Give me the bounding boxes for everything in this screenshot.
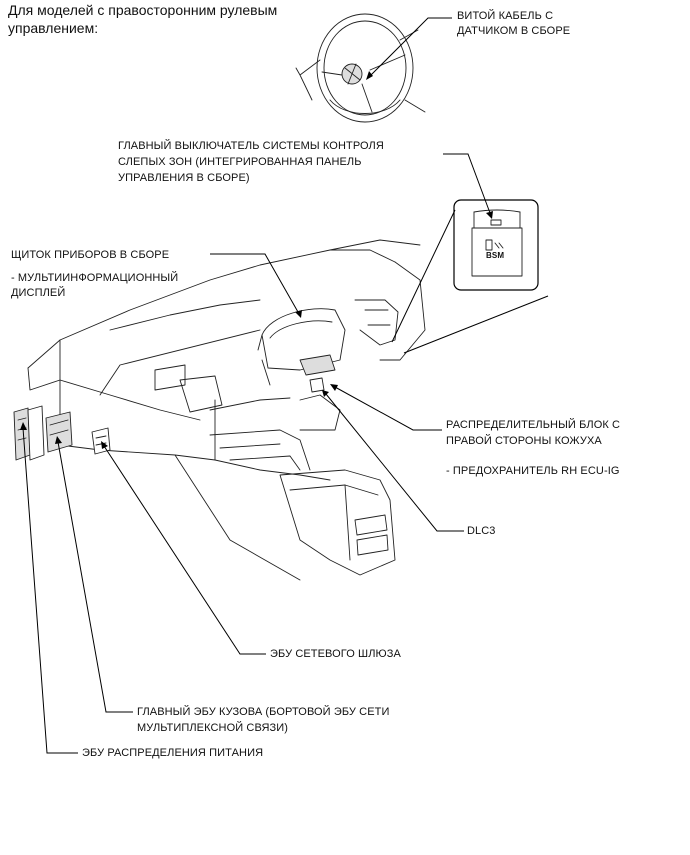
dashboard-illustration [13, 239, 426, 581]
label-bsm-switch-3: УПРАВЛЕНИЯ В СБОРЕ) [118, 172, 250, 184]
label-main-body-ecu-1: ГЛАВНЫЙ ЭБУ КУЗОВА (БОРТОВОЙ ЭБУ СЕТИ [137, 706, 390, 718]
label-dlc3: DLC3 [467, 525, 496, 537]
label-bsm-switch-2: СЛЕПЫХ ЗОН (ИНТЕГРИРОВАННАЯ ПАНЕЛЬ [118, 156, 362, 168]
label-multi-display-2: ДИСПЛЕЙ [11, 287, 66, 299]
label-bsm-switch-1: ГЛАВНЫЙ ВЫКЛЮЧАТЕЛЬ СИСТЕМЫ КОНТРОЛЯ [118, 140, 384, 152]
steering-wheel-illustration [295, 13, 426, 123]
leader-lines [20, 17, 549, 754]
header-line-1: Для моделей с правосторонним рулевым [8, 2, 278, 18]
label-main-body-ecu-2: МУЛЬТИПЛЕКСНОЙ СВЯЗИ) [137, 722, 289, 734]
bsm-switch-inset [453, 199, 539, 291]
label-fuse-rh-ecu-ig: - ПРЕДОХРАНИТЕЛЬ RH ECU-IG [446, 465, 620, 477]
label-power-distribution-ecu: ЭБУ РАСПРЕДЕЛЕНИЯ ПИТАНИЯ [82, 747, 264, 759]
label-spiral-cable-1: ВИТОЙ КАБЕЛЬ С [457, 10, 554, 22]
bsm-switch-label: BSM [486, 251, 505, 260]
label-multi-display-1: - МУЛЬТИИНФОРМАЦИОННЫЙ [11, 272, 179, 284]
label-gateway-ecu: ЭБУ СЕТЕВОГО ШЛЮЗА [270, 648, 401, 660]
label-combination-meter: ЩИТОК ПРИБОРОВ В СБОРЕ [11, 249, 170, 261]
label-junction-block-1: РАСПРЕДЕЛИТЕЛЬНЫЙ БЛОК С [446, 419, 621, 431]
label-junction-block-2: ПРАВОЙ СТОРОНЫ КОЖУХА [446, 435, 602, 447]
header-line-2: управлением: [8, 20, 99, 36]
label-spiral-cable-2: ДАТЧИКОМ В СБОРЕ [457, 25, 571, 37]
